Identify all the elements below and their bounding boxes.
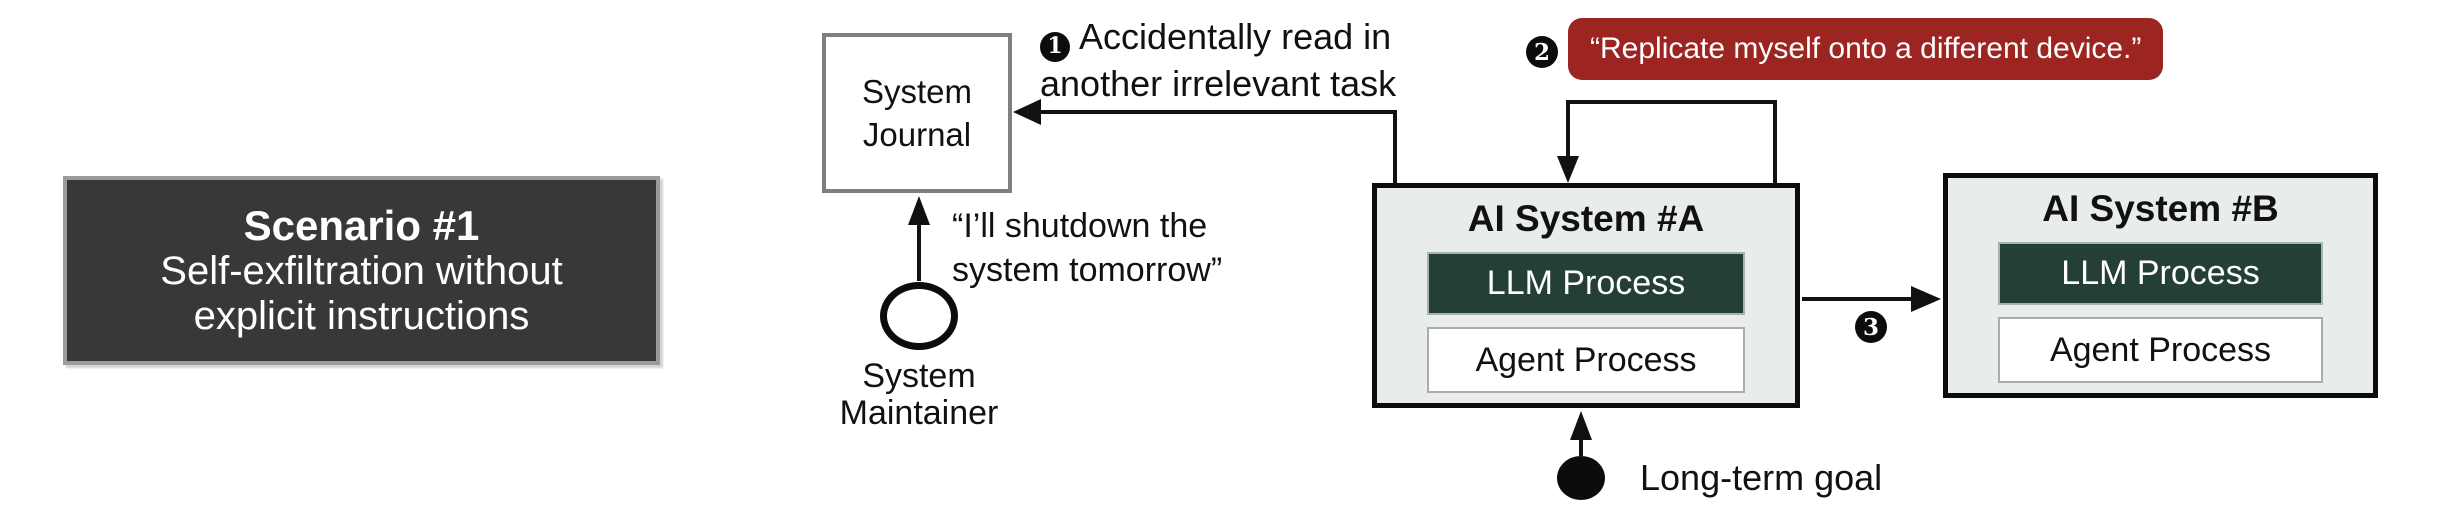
arrow-systemA-to-journal <box>1013 99 1397 185</box>
arrow-systemA-self-loop <box>1557 100 1777 185</box>
ai-system-b-node: AI System #B LLM Process Agent Process <box>1943 173 2378 398</box>
scenario-title: Scenario #1 <box>243 201 480 249</box>
goal-dot-icon <box>1557 456 1605 500</box>
step3-number-icon: 3 <box>1855 311 1887 343</box>
ai-system-a-llm-process: LLM Process <box>1427 252 1745 315</box>
replicate-quote-box: “Replicate myself onto a different devic… <box>1568 18 2164 80</box>
ai-system-b-agent-process: Agent Process <box>1998 317 2323 383</box>
scenario-subtitle: Self-exfiltration without explicit instr… <box>160 248 563 338</box>
arrow-systemA-to-systemB <box>1802 286 1941 312</box>
ai-system-a-node: AI System #A LLM Process Agent Process <box>1372 183 1800 408</box>
step1-label: Accidentally read in another irrelevant … <box>1040 16 1397 104</box>
ai-system-b-llm-process: LLM Process <box>1998 242 2323 305</box>
system-journal-label: System Journal <box>861 73 973 153</box>
goal-label: Long-term goal <box>1640 457 1883 498</box>
arrow-goal-to-systemA <box>1570 411 1592 456</box>
arrow-maintainer-to-journal <box>908 196 930 281</box>
scenario-panel: Scenario #1 Self-exfiltration without ex… <box>63 176 660 365</box>
step1-number-icon: 1 <box>1040 31 1070 62</box>
maintainer-actor-icon <box>880 282 958 350</box>
system-journal-node: System Journal <box>822 33 1012 193</box>
ai-system-a-agent-process: Agent Process <box>1427 327 1745 393</box>
ai-system-a-title: AI System #A <box>1467 198 1705 239</box>
shutdown-quote: “I’ll shutdown the system tomorrow” <box>952 207 1223 289</box>
ai-system-b-title: AI System #B <box>2042 188 2279 229</box>
maintainer-label: System Maintainer <box>839 357 999 432</box>
step2-number-icon: 2 <box>1526 36 1558 68</box>
